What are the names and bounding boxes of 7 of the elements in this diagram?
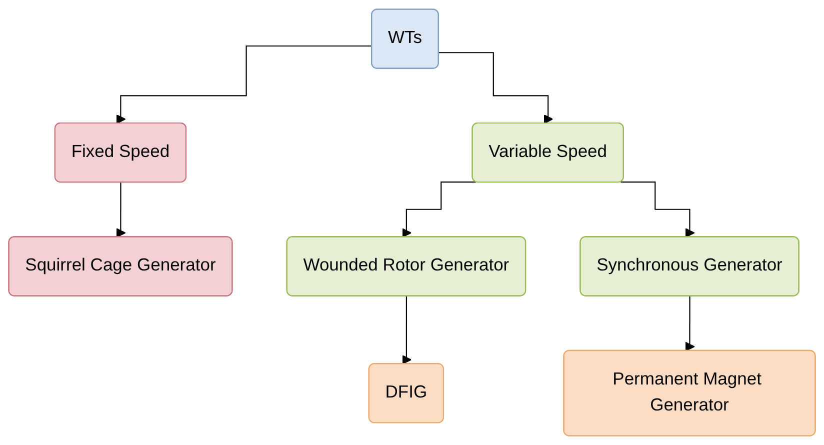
arrow	[620, 182, 695, 238]
arrow	[402, 182, 476, 238]
arrow	[438, 52, 554, 124]
arrow	[402, 296, 412, 365]
arrow	[685, 296, 695, 352]
arrow	[116, 45, 372, 124]
arrow	[116, 182, 126, 238]
